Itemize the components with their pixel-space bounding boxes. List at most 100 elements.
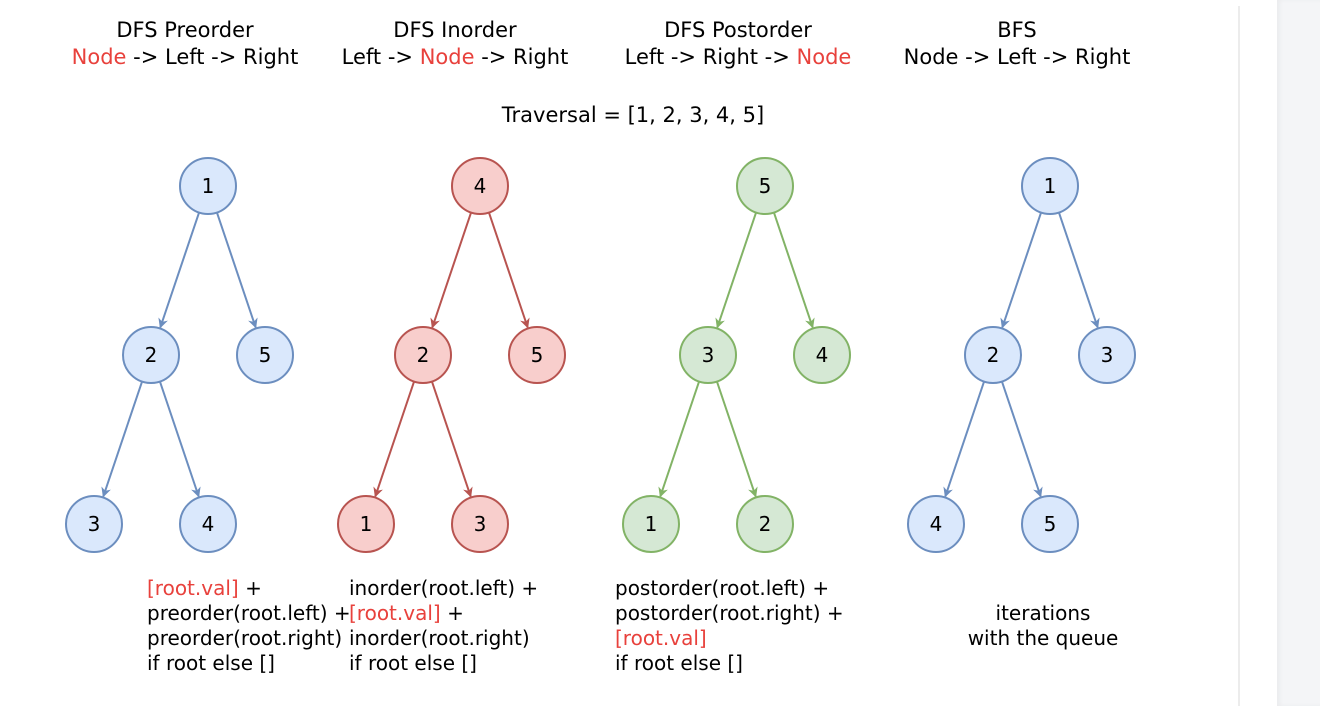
column-title: DFS Postorder [664,18,812,42]
node-circle [451,495,509,553]
tree-node: 5 [508,326,566,384]
tree-node: 2 [964,326,1022,384]
node-label: 1 [645,512,658,536]
tree-node: 4 [907,495,965,553]
tree-node: 2 [394,326,452,384]
tree-preorder: 1 2 5 3 4 [65,157,294,553]
header-inorder: DFS Inorder Left -> Node -> Right [342,17,569,71]
node-circle [179,495,237,553]
tree-node: 2 [122,326,180,384]
text-segment: Node -> Left -> Right [903,45,1131,69]
order-description: Left -> Node -> Right [342,44,569,71]
edge-arrow [158,212,200,329]
node-label: 4 [202,512,215,536]
node-circle [736,495,794,553]
order-description: Node -> Left -> Right [904,44,1131,71]
node-circle [964,326,1022,384]
text-segment: postorder(root.left) + [615,576,830,600]
code-line: preorder(root.left) + [147,601,351,626]
text-segment: inorder(root.left) + [349,576,539,600]
edge-arrow [658,381,700,498]
header-postorder: DFS Postorder Left -> Right -> Node [625,17,852,71]
tree-node: 3 [1078,326,1136,384]
node-circle [907,495,965,553]
code-line: [root.val] [615,626,844,651]
text-segment: with the queue [967,626,1119,650]
text-segment: -> Right [474,45,569,69]
node-circle [508,326,566,384]
edge-arrow [159,381,201,498]
node-circle [394,326,452,384]
node-label: 5 [531,343,544,367]
node-label: 2 [759,512,772,536]
node-circle [1021,495,1079,553]
node-label: 2 [417,343,430,367]
tree-node: 3 [679,326,737,384]
node-label: 1 [1044,174,1057,198]
node-circle [179,157,237,215]
code-line: inorder(root.left) + [349,576,538,601]
edge-arrow [373,381,415,498]
tree-node: 4 [793,326,851,384]
highlighted-text: Node [71,45,127,69]
scrollbar-track[interactable] [1238,6,1240,706]
edge-arrow [216,212,258,329]
tree-node: 5 [1021,495,1079,553]
code-line: postorder(root.right) + [615,601,844,626]
code-preorder: [root.val] +preorder(root.left) +preorde… [147,576,351,676]
edge-arrow [1001,381,1043,498]
code-inorder: inorder(root.left) +[root.val] +inorder(… [349,576,538,676]
node-circle [679,326,737,384]
node-circle [65,495,123,553]
node-circle [793,326,851,384]
edge-arrow [1058,212,1100,329]
code-line: with the queue [968,626,1119,651]
node-label: 2 [987,343,1000,367]
text-segment: Left -> [341,45,420,69]
text-segment: if root else [] [349,651,477,675]
text-segment: + [440,601,464,625]
highlighted-text: Node [796,45,852,69]
node-label: 4 [816,343,829,367]
text-segment: if root else [] [615,651,743,675]
tree-node: 5 [736,157,794,215]
tree-node: 4 [179,495,237,553]
highlighted-text: Node [419,45,475,69]
highlighted-text: [root.val] [615,626,707,650]
code-line: [root.val] + [349,601,538,626]
edge-arrow [488,212,530,329]
node-label: 5 [259,343,272,367]
text-segment: postorder(root.right) + [615,601,844,625]
node-label: 3 [1101,343,1114,367]
highlighted-text: [root.val] [147,576,239,600]
node-circle [451,157,509,215]
node-circle [1021,157,1079,215]
edge-arrow [943,381,985,498]
edge-arrow [715,212,757,329]
text-segment: if root else [] [147,651,275,675]
node-label: 3 [702,343,715,367]
node-label: 1 [202,174,215,198]
node-circle [622,495,680,553]
tree-node: 1 [337,495,395,553]
text-segment: preorder(root.right) [147,626,343,650]
tree-postorder: 5 3 4 1 2 [622,157,851,553]
code-line: [root.val] + [147,576,351,601]
node-label: 5 [1044,512,1057,536]
node-label: 3 [88,512,101,536]
tree-node: 1 [622,495,680,553]
edge-arrow [430,212,472,329]
edge-arrow [716,381,758,498]
order-description: Node -> Left -> Right [72,44,299,71]
traversal-result: Traversal = [1, 2, 3, 4, 5] [501,103,765,127]
tree-node: 5 [236,326,294,384]
column-title: DFS Inorder [393,18,517,42]
tree-node: 3 [451,495,509,553]
order-description: Left -> Right -> Node [625,44,852,71]
code-line: preorder(root.right) [147,626,351,651]
node-label: 2 [145,343,158,367]
tree-node: 1 [1021,157,1079,215]
